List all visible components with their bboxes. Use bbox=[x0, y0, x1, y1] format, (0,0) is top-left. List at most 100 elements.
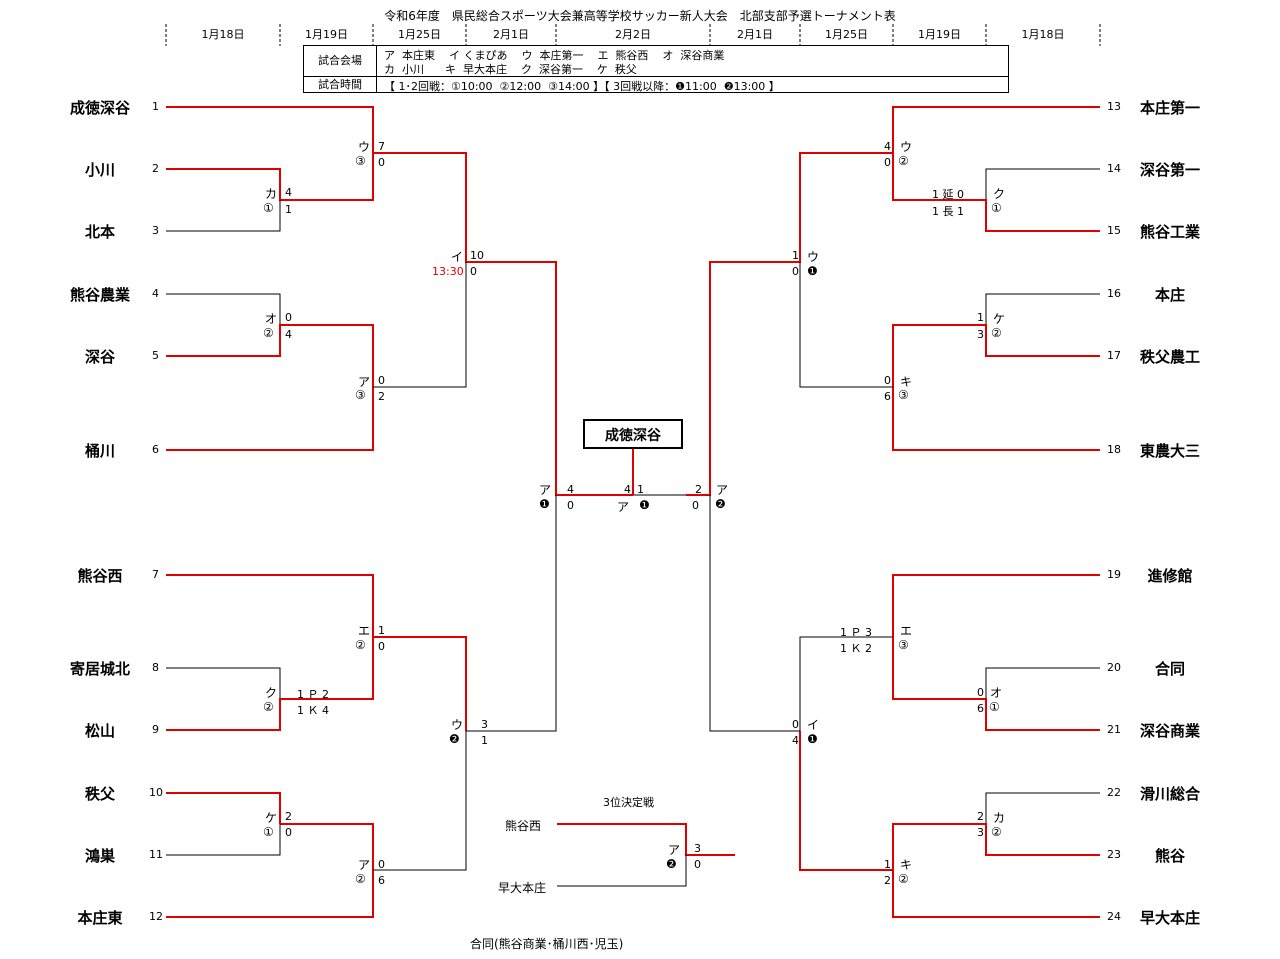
match-venue: ア bbox=[539, 483, 552, 497]
match-venue: キ bbox=[900, 858, 913, 872]
match-venue: イ bbox=[451, 250, 464, 264]
match-score: 1 Ｋ 2 bbox=[840, 642, 872, 655]
match-venue: ウ bbox=[807, 250, 820, 264]
match-score: 1 bbox=[481, 734, 488, 747]
team-name: 合同 bbox=[1154, 660, 1185, 678]
match-slot: ❷ bbox=[666, 857, 677, 871]
match-score: 0 bbox=[884, 156, 891, 169]
match-venue: ケ bbox=[265, 811, 278, 825]
match-time-note: 13:30 bbox=[432, 265, 464, 278]
third-place-title: 3位決定戦 bbox=[603, 796, 654, 809]
match-venue: ウ bbox=[451, 718, 464, 732]
match-slot: ❶ bbox=[539, 497, 550, 511]
team-seed: 24 bbox=[1107, 910, 1121, 923]
match-score: 6 bbox=[884, 390, 891, 403]
team-seed: 22 bbox=[1107, 786, 1121, 799]
match-score: 1 bbox=[792, 249, 799, 262]
team-seed: 4 bbox=[152, 287, 159, 300]
team-name: 熊谷工業 bbox=[1139, 223, 1200, 241]
match-score: 3 bbox=[977, 328, 984, 341]
match-score: 0 bbox=[792, 265, 799, 278]
match-venue: ア bbox=[668, 843, 681, 857]
match-score: 0 bbox=[378, 374, 385, 387]
time-line: 【 1･2回戦：①10:00 ②12:00 ③14:00 】【 3回戦以降：❶1… bbox=[384, 80, 780, 93]
match-score: 0 bbox=[378, 858, 385, 871]
match-venue: ア bbox=[617, 500, 630, 514]
team-name: 成徳深谷 bbox=[69, 99, 130, 117]
match-slot: ② bbox=[263, 700, 274, 714]
match-venue: ア bbox=[358, 375, 371, 389]
team-name: 深谷 bbox=[84, 348, 115, 366]
match-score: 7 bbox=[378, 140, 385, 153]
round-date: 2月1日 bbox=[737, 28, 773, 41]
team-seed: 9 bbox=[152, 723, 159, 736]
match-venue: オ bbox=[990, 686, 1003, 700]
match-score: 0 bbox=[692, 499, 699, 512]
match-venue: オ bbox=[265, 312, 278, 326]
team-name: 深谷第一 bbox=[1139, 161, 1200, 179]
match-venue: ア bbox=[716, 483, 729, 497]
match-score: 1 bbox=[884, 858, 891, 871]
match-slot: ① bbox=[989, 700, 1000, 714]
team-seed: 8 bbox=[152, 661, 159, 674]
venue-line-1: ア 本庄東 イ くまぴあ ウ 本庄第一 エ 熊谷西 オ 深谷商業 bbox=[384, 49, 725, 62]
match-score: 1 bbox=[378, 624, 385, 637]
team-name: 熊谷西 bbox=[77, 567, 123, 585]
round-date: 1月25日 bbox=[825, 28, 868, 41]
match-slot: ❶ bbox=[807, 264, 818, 278]
match-score: 0 bbox=[792, 718, 799, 731]
match-score: 2 bbox=[884, 874, 891, 887]
team-name: 本庄東 bbox=[77, 909, 123, 927]
team-name: 鴻巣 bbox=[84, 847, 115, 865]
team-seed: 12 bbox=[149, 910, 163, 923]
match-score: 4 bbox=[567, 483, 574, 496]
match-score: 2 bbox=[378, 390, 385, 403]
team-seed: 3 bbox=[152, 224, 159, 237]
team-seed: 20 bbox=[1107, 661, 1121, 674]
team-seed: 7 bbox=[152, 568, 159, 581]
match-slot: ③ bbox=[355, 388, 366, 402]
match-score: 0 bbox=[694, 858, 701, 871]
team-seed: 6 bbox=[152, 443, 159, 456]
match-venue: カ bbox=[265, 187, 278, 201]
match-venue: エ bbox=[900, 624, 913, 638]
match-score: 0 bbox=[378, 640, 385, 653]
team-seed: 5 bbox=[152, 349, 159, 362]
match-score: 2 bbox=[695, 483, 702, 496]
team-seed: 13 bbox=[1107, 100, 1121, 113]
team-seed: 10 bbox=[149, 786, 163, 799]
match-score: 4 bbox=[792, 734, 799, 747]
match-score: 4 bbox=[884, 140, 891, 153]
match-score: 1 bbox=[637, 483, 644, 496]
team-name: 本庄第一 bbox=[1139, 99, 1200, 117]
third-place-team-a: 熊谷西 bbox=[505, 819, 542, 833]
team-name: 東農大三 bbox=[1139, 442, 1200, 460]
team-name: 早大本庄 bbox=[1139, 909, 1200, 927]
match-slot: ③ bbox=[898, 388, 909, 402]
match-score: 0 bbox=[977, 686, 984, 699]
match-venue: イ bbox=[807, 718, 820, 732]
match-venue: ウ bbox=[900, 140, 913, 154]
match-score: 0 bbox=[285, 826, 292, 839]
team-seed: 16 bbox=[1107, 287, 1121, 300]
round-date: 1月18日 bbox=[201, 28, 245, 41]
match-score: 1 bbox=[977, 311, 984, 324]
team-seed: 23 bbox=[1107, 848, 1121, 861]
match-score: 2 bbox=[977, 810, 984, 823]
team-name: 進修館 bbox=[1147, 567, 1193, 585]
match-score: 4 bbox=[285, 328, 292, 341]
team-seed: 19 bbox=[1107, 568, 1121, 581]
match-venue: ア bbox=[358, 858, 371, 872]
champion-box: 成徳深谷 bbox=[583, 419, 683, 449]
match-score: 3 bbox=[481, 718, 488, 731]
match-venue: ケ bbox=[993, 312, 1006, 326]
match-score: 3 bbox=[694, 842, 701, 855]
match-score: 0 bbox=[884, 374, 891, 387]
venue-time-table: 試合会場 ア 本庄東 イ くまぴあ ウ 本庄第一 エ 熊谷西 オ 深谷商業 カ … bbox=[303, 45, 1009, 93]
team-seed: 14 bbox=[1107, 162, 1121, 175]
match-slot: ② bbox=[355, 872, 366, 886]
third-place-team-b: 早大本庄 bbox=[498, 881, 547, 895]
team-seed: 15 bbox=[1107, 224, 1121, 237]
match-slot: ❶ bbox=[639, 498, 650, 512]
team-name: 北本 bbox=[84, 223, 115, 241]
